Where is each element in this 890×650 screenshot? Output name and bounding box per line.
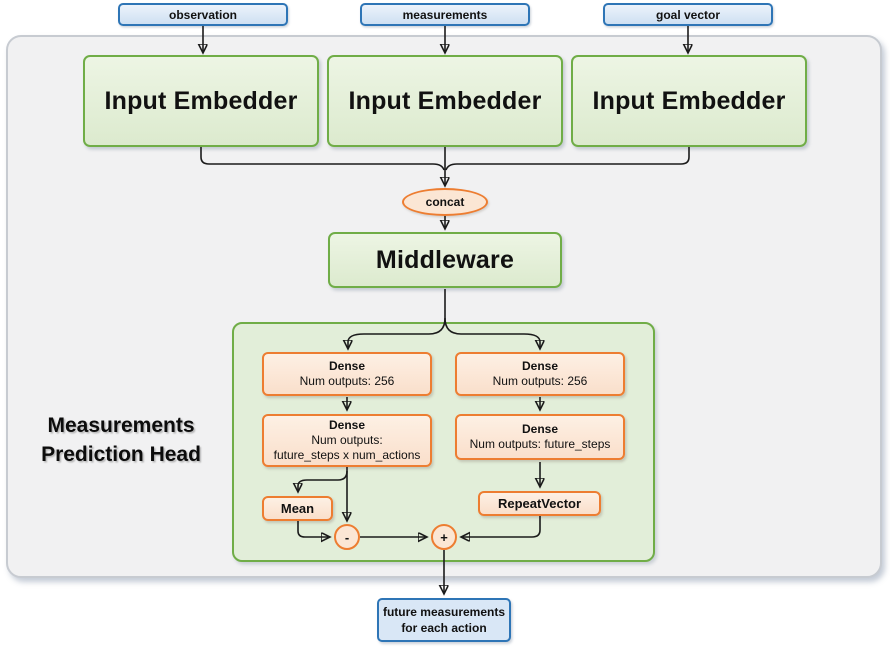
- dense-title: Dense: [521, 422, 559, 436]
- dense-box-left-1: Dense Num outputs: 256: [262, 352, 432, 396]
- dense-box-left-2: Dense Num outputs: future_steps x num_ac…: [262, 414, 432, 467]
- output-label-line1: future measurements: [382, 605, 506, 619]
- middleware-box: Middleware: [328, 232, 562, 288]
- dense-title: Dense: [328, 359, 366, 373]
- dense-detail-line2: future_steps x num_actions: [273, 448, 421, 462]
- output-label-line2: for each action: [401, 621, 487, 635]
- dense-detail: Num outputs: future_steps: [469, 437, 611, 451]
- dense-detail: Num outputs: 256: [299, 374, 395, 388]
- input-embedder-box-1: Input Embedder: [83, 55, 319, 147]
- prediction-head-title: Measurements Prediction Head: [16, 411, 226, 469]
- input-node-measurements: measurements: [360, 3, 530, 26]
- dense-title: Dense: [328, 418, 366, 432]
- mean-box: Mean: [262, 496, 333, 521]
- dense-detail: Num outputs: 256: [492, 374, 588, 388]
- input-node-goal-vector: goal vector: [603, 3, 773, 26]
- concat-node: concat: [402, 188, 488, 216]
- subtract-node: -: [334, 524, 360, 550]
- dense-detail-line1: Num outputs:: [311, 433, 383, 447]
- output-box: future measurements for each action: [377, 598, 511, 642]
- input-embedder-box-3: Input Embedder: [571, 55, 807, 147]
- input-embedder-box-2: Input Embedder: [327, 55, 563, 147]
- prediction-head-title-line2: Prediction Head: [41, 443, 201, 466]
- input-node-observation: observation: [118, 3, 288, 26]
- add-node: +: [431, 524, 457, 550]
- dense-box-right-2: Dense Num outputs: future_steps: [455, 414, 625, 460]
- repeat-vector-box: RepeatVector: [478, 491, 601, 516]
- prediction-head-title-line1: Measurements: [47, 414, 195, 437]
- dense-box-right-1: Dense Num outputs: 256: [455, 352, 625, 396]
- mean-label: Mean: [280, 501, 315, 516]
- repeat-vector-label: RepeatVector: [497, 496, 582, 511]
- dense-title: Dense: [521, 359, 559, 373]
